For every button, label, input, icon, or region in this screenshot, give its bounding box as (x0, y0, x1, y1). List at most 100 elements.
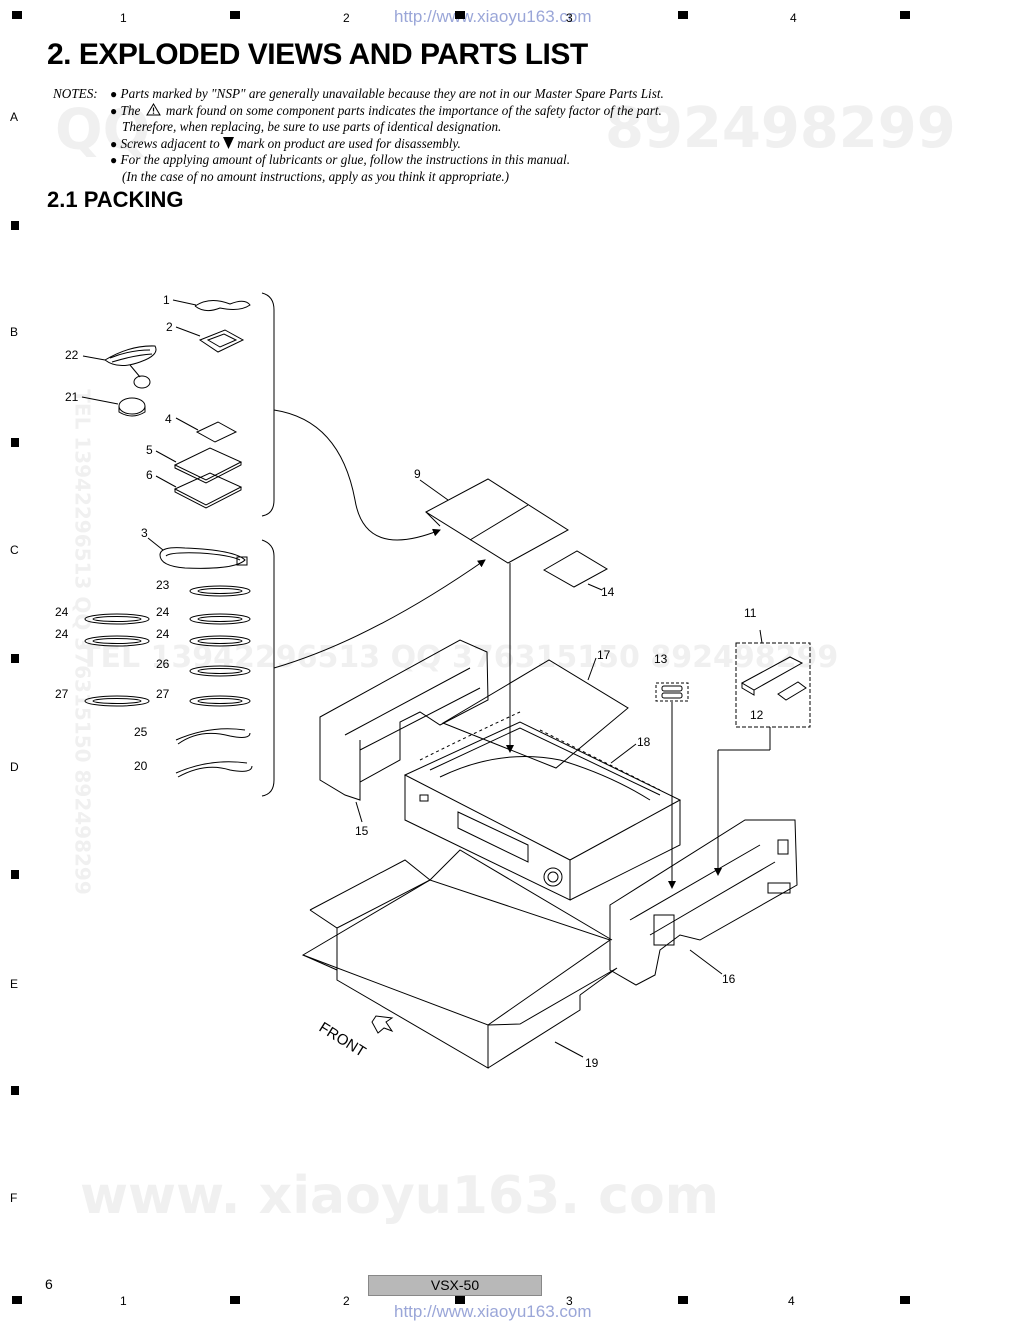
part-label: 25 (134, 725, 148, 739)
part-foam-15 (319, 639, 489, 801)
part-manual-6 (173, 472, 243, 506)
part-cables-left (84, 613, 150, 707)
register-mark (455, 11, 465, 19)
part-label: 24 (156, 627, 170, 641)
note-item: ● For the applying amount of lubricants … (110, 152, 571, 167)
part-label: 17 (597, 648, 611, 662)
part-remote-11 (740, 656, 804, 691)
part-label: 11 (744, 606, 757, 620)
model-name-box: VSX-50 (368, 1275, 542, 1296)
part-label: 27 (55, 687, 69, 701)
part-card-4 (195, 421, 238, 443)
watermark-qq: QQ (55, 98, 151, 163)
row-letter-a: A (10, 110, 19, 124)
register-mark (455, 1296, 465, 1304)
part-label: 6 (146, 468, 153, 482)
part-label: 16 (722, 972, 736, 986)
header-url[interactable]: http://www.xiaoyu163.com (394, 7, 592, 26)
column-number-2: 2 (343, 11, 350, 25)
register-mark (11, 1086, 19, 1095)
section-heading: 2.1 PACKING (47, 187, 184, 212)
part-powercord-3 (159, 547, 246, 569)
register-mark (678, 11, 688, 19)
part-label: 1 (163, 293, 170, 307)
warning-triangle-icon (145, 103, 161, 116)
part-label: 20 (134, 759, 148, 773)
column-number-4: 4 (788, 1294, 795, 1308)
row-letter-e: E (10, 977, 19, 991)
bullet-icon: ● (110, 104, 118, 118)
part-sheet-17 (441, 659, 629, 769)
row-letter-d: D (10, 760, 19, 774)
part-label: 5 (146, 443, 153, 457)
part-label: 2 (166, 320, 173, 334)
register-mark (900, 11, 910, 19)
watermark-website: www. xiaoyu163. com (80, 1166, 719, 1226)
model-name: VSX-50 (430, 1277, 480, 1293)
column-number-3: 3 (566, 1294, 573, 1308)
part-mic-21 (118, 397, 146, 415)
note-item: Therefore, when replacing, be sure to us… (122, 119, 502, 134)
part-rca-20 (175, 761, 253, 778)
register-mark (230, 1296, 240, 1304)
part-label: 21 (65, 390, 79, 404)
part-label: 23 (156, 578, 170, 592)
row-letter-b: B (10, 325, 19, 339)
register-mark (11, 870, 19, 879)
part-label: 18 (637, 735, 651, 749)
register-mark (11, 221, 19, 230)
part-label: 24 (55, 605, 69, 619)
part-sheet-14 (542, 550, 609, 588)
part-cables-right (189, 585, 251, 707)
register-mark (678, 1296, 688, 1304)
part-rca-25 (175, 728, 251, 745)
part-battery-12 (777, 681, 807, 701)
register-mark (230, 11, 240, 19)
part-cable-22 (104, 345, 157, 366)
part-remote-box-11 (735, 642, 811, 728)
notes-label: NOTES: (53, 86, 98, 101)
row-letter-f: F (10, 1191, 18, 1205)
part-carton-19 (301, 849, 618, 1069)
note-item: (In the case of no amount instructions, … (122, 169, 510, 184)
part-label: 15 (355, 824, 369, 838)
footer-url[interactable]: http://www.xiaoyu163.com (394, 1302, 592, 1321)
part-label: 22 (65, 348, 79, 362)
part-receiver-18 (403, 711, 682, 901)
front-label: FRONT (316, 1019, 369, 1061)
front-arrow-icon (371, 1015, 394, 1034)
part-label: 9 (414, 467, 421, 481)
part-antenna-2 (198, 329, 245, 353)
register-mark (900, 1296, 910, 1304)
bullet-icon: ● (110, 87, 118, 101)
part-label: 24 (156, 605, 170, 619)
column-number-4: 4 (790, 11, 797, 25)
part-label: 4 (165, 412, 172, 426)
column-number-1: 1 (120, 11, 127, 25)
part-manual-5 (173, 447, 243, 481)
bullet-icon: ● (110, 153, 118, 167)
register-mark (12, 1296, 22, 1304)
part-label: 19 (585, 1056, 599, 1070)
part-label: 13 (654, 652, 668, 666)
bullet-icon: ● (110, 137, 118, 151)
part-screws-13 (655, 682, 689, 702)
watermark-number: 892498299 (605, 96, 956, 161)
register-mark (12, 11, 22, 19)
part-cord-1 (194, 300, 251, 312)
part-label: 24 (55, 627, 69, 641)
part-foam-16 (609, 819, 798, 986)
register-mark (11, 438, 19, 447)
part-label: 26 (156, 657, 170, 671)
down-triangle-icon (222, 137, 234, 149)
register-mark (11, 654, 19, 663)
note-item: ● Screws adjacent to mark on product are… (110, 136, 461, 151)
part-label: 14 (601, 585, 615, 599)
part-bag-9 (424, 478, 569, 564)
note-item: ● Parts marked by "NSP" are generally un… (110, 86, 664, 101)
column-number-1: 1 (120, 1294, 127, 1308)
part-label: 27 (156, 687, 170, 701)
note-item: ● The mark found on some component parts… (110, 103, 662, 118)
part-label: 3 (141, 526, 148, 540)
